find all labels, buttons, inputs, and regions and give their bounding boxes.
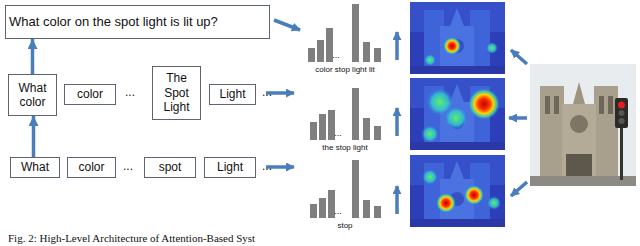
histogram-bar: [310, 122, 317, 140]
lamp: [618, 102, 625, 109]
histogram-label: the stop light: [322, 144, 367, 153]
flow-arrow: [32, 116, 36, 157]
ellipsis: ...: [262, 160, 272, 173]
portal: [566, 154, 592, 178]
histogram: [310, 88, 381, 140]
heat-spot: [486, 42, 498, 54]
ellipsis: ...: [125, 86, 135, 99]
histogram-label: ...: [334, 207, 342, 217]
histogram-bar: [374, 126, 381, 140]
flow-arrow: [31, 39, 35, 74]
text-box: color: [67, 157, 116, 178]
input-photo: [530, 64, 636, 186]
spire: [573, 82, 585, 104]
histogram-bar: [363, 200, 370, 218]
heatmap-base: [410, 78, 505, 150]
attention-heatmap: [410, 78, 505, 150]
lamp: [619, 118, 625, 124]
histogram-bar: [352, 4, 359, 62]
histogram-label: color stop light lit: [315, 66, 375, 75]
histogram-label: stop: [337, 222, 352, 231]
heat-spot: [444, 106, 468, 130]
flow-arrow: [274, 20, 300, 30]
histogram-bar: [310, 204, 317, 218]
heat-spot: [468, 88, 500, 120]
flow-arrow: [511, 50, 527, 64]
sky: [530, 64, 636, 186]
facade: [562, 104, 596, 178]
histogram: [308, 4, 381, 62]
text-box: Light: [209, 84, 256, 105]
histogram: [310, 160, 381, 218]
text-box: color: [64, 84, 116, 105]
heat-spot: [421, 125, 439, 143]
histogram-bar: [308, 48, 315, 62]
heatmap-base: [410, 2, 505, 74]
window: [608, 96, 613, 114]
heatmap-base: [410, 155, 505, 227]
histogram-bar: [352, 160, 359, 218]
attention-heatmap: [410, 2, 505, 74]
text-box: What color on the spot light is lit up?: [5, 5, 270, 39]
histogram-bar: [319, 114, 326, 140]
histogram-label: ...: [334, 129, 342, 139]
box-text: What color: [12, 81, 53, 110]
lamp: [619, 110, 625, 116]
histogram-bar: [328, 110, 335, 140]
histogram-bar: [352, 88, 359, 140]
histogram-bar: [363, 118, 370, 140]
box-text: color: [78, 160, 104, 174]
heat-spot: [443, 37, 461, 55]
heat-spot: [422, 169, 438, 185]
flow-arrow: [511, 182, 527, 196]
box-text: Light: [219, 87, 245, 101]
traffic-light: [615, 98, 628, 128]
ellipsis: ...: [123, 160, 133, 173]
histogram-bar: [363, 42, 370, 62]
histogram-bar: [374, 48, 381, 62]
ellipsis: ...: [262, 86, 272, 99]
window: [545, 96, 550, 114]
heat-spot: [464, 185, 484, 205]
box-text: What: [21, 160, 49, 174]
histogram-label: ...: [332, 51, 340, 61]
box-text: color: [77, 87, 103, 101]
tower: [540, 86, 564, 178]
tower: [594, 86, 618, 178]
heat-spot: [424, 54, 436, 66]
attention-heatmap: [410, 155, 505, 227]
heat-spot: [487, 196, 501, 210]
box-text: The Spot Light: [156, 71, 197, 114]
window: [554, 96, 559, 114]
histogram-bar: [326, 28, 333, 62]
histogram-bar: [317, 40, 324, 62]
text-box: spot: [144, 157, 196, 178]
box-text: Light: [217, 160, 243, 174]
text-box: Light: [204, 157, 256, 178]
window: [599, 96, 604, 114]
flow-arrow: [509, 116, 527, 120]
text-box: The Spot Light: [152, 66, 201, 120]
rose-window: [570, 115, 588, 133]
box-text: spot: [159, 160, 182, 174]
box-text: What color on the spot light is lit up?: [9, 14, 218, 30]
text-box: What color: [8, 74, 57, 116]
flow-arrow: [395, 32, 399, 60]
heat-spot: [436, 193, 456, 213]
flow-arrow: [395, 108, 399, 136]
text-box: What: [10, 157, 60, 178]
histogram-bar: [374, 206, 381, 218]
figure-caption: Fig. 2: High-Level Architecture of Atten…: [8, 232, 255, 245]
flow-arrow: [395, 186, 399, 214]
histogram-bar: [328, 190, 335, 218]
histogram-bar: [319, 198, 326, 218]
